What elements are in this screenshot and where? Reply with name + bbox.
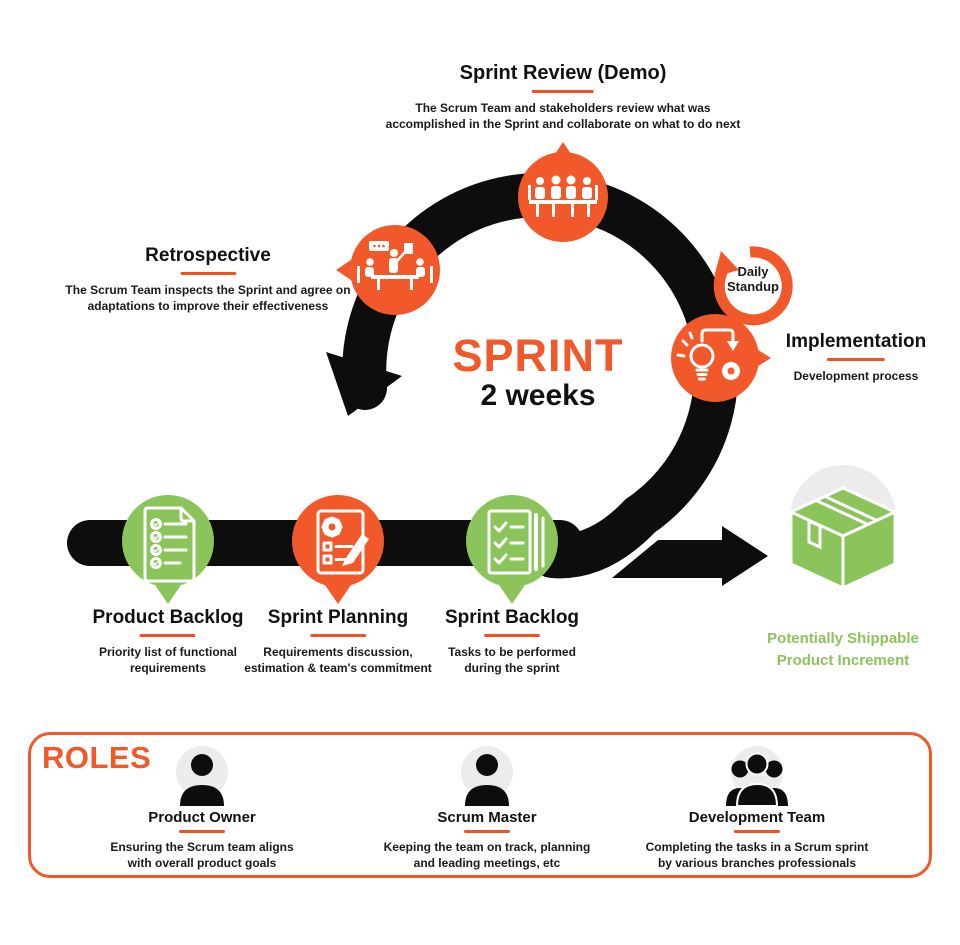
product-backlog-checklist-icon	[143, 506, 196, 583]
sprint-planning-desc: Requirements discussion, estimation & te…	[244, 644, 432, 676]
desc-line: Priority list of functional	[98, 645, 238, 659]
desc-line: estimation & team's commitment	[244, 661, 432, 675]
role-title: Product Owner	[148, 809, 256, 826]
retrospective-block: Retrospective The Scrum Team inspects th…	[65, 245, 350, 314]
sprint-review-block: Sprint Review (Demo) The Scrum Team and …	[386, 62, 741, 132]
desc-line: The Scrum Team inspects the Sprint and a…	[65, 283, 351, 297]
implementation-bubble	[671, 314, 771, 402]
desc-line: and leading meetings, etc	[413, 856, 561, 870]
desc-line: Ensuring the Scrum team aligns	[110, 840, 294, 854]
role-scrum-master: Scrum Master Keeping the team on track, …	[327, 744, 647, 871]
desc-line: accomplished in the Sprint and collabora…	[385, 117, 741, 131]
shippable-package-icon	[789, 465, 897, 590]
sprint-review-title: Sprint Review (Demo)	[459, 62, 667, 84]
product-backlog-desc: Priority list of functional requirements	[93, 644, 244, 676]
role-underline	[464, 830, 510, 833]
sprint-planning-bubble	[292, 495, 384, 604]
people-group-icon	[726, 746, 788, 806]
daily-standup-label: Daily Standup	[727, 264, 779, 294]
implementation-underline	[827, 358, 885, 361]
sprint-review-desc: The Scrum Team and stakeholders review w…	[386, 100, 741, 132]
product-backlog-underline	[139, 634, 196, 637]
sprint-planning-document-icon	[316, 509, 369, 575]
sprint-backlog-block: Sprint Backlog Tasks to be performed dur…	[445, 607, 579, 676]
sprint-planning-block: Sprint Planning Requirements discussion,…	[244, 607, 432, 676]
sprint-backlog-bubble	[466, 495, 558, 604]
sprint-center-label: SPRINT 2 weeks	[452, 333, 623, 413]
desc-line: Standup	[727, 279, 779, 294]
role-underline	[734, 830, 780, 833]
implementation-title: Implementation	[785, 331, 927, 352]
sprint-backlog-checklist-icon	[487, 509, 545, 575]
role-title: Scrum Master	[437, 809, 537, 826]
desc-line: during the sprint	[464, 661, 560, 675]
product-backlog-bubble	[122, 495, 214, 604]
desc-line: with overall product goals	[127, 856, 277, 870]
retrospective-meeting-icon	[357, 241, 433, 290]
implementation-block: Implementation Development process	[786, 331, 926, 384]
sprint-review-meeting-icon	[528, 175, 598, 217]
implementation-desc: Development process	[793, 369, 919, 383]
sprint-duration: 2 weeks	[480, 379, 596, 412]
desc-line: Tasks to be performed	[448, 645, 576, 659]
desc-line: The Scrum Team and stakeholders review w…	[415, 101, 711, 115]
sprint-backlog-desc: Tasks to be performed during the sprint	[445, 644, 579, 676]
desc-line: Daily	[737, 264, 769, 279]
role-desc: Keeping the team on track, planning and …	[327, 839, 647, 871]
sprint-review-underline	[531, 90, 594, 93]
role-desc: Ensuring the Scrum team aligns with over…	[42, 839, 362, 871]
role-development-team: Development Team Completing the tasks in…	[597, 744, 917, 871]
increment-label: Potentially Shippable Product Increment	[767, 628, 919, 672]
person-icon	[461, 746, 513, 806]
sprint-review-bubble	[518, 142, 608, 242]
desc-line: Keeping the team on track, planning	[383, 840, 591, 854]
daily-standup-loop-icon	[713, 246, 793, 326]
desc-line: adaptations to improve their effectivene…	[87, 299, 329, 313]
desc-line: Product Increment	[776, 652, 910, 669]
sprint-title: SPRINT	[452, 330, 624, 381]
sprint-planning-underline	[309, 634, 366, 637]
desc-line: Potentially Shippable	[767, 630, 919, 647]
retrospective-title: Retrospective	[145, 245, 271, 266]
desc-line: requirements	[129, 661, 207, 675]
role-product-owner: Product Owner Ensuring the Scrum team al…	[42, 744, 362, 871]
product-backlog-title: Product Backlog	[92, 607, 244, 628]
desc-line: by various branches professionals	[657, 856, 857, 870]
roles-heading: ROLES	[42, 740, 152, 775]
role-desc: Completing the tasks in a Scrum sprint b…	[597, 839, 917, 871]
sprint-backlog-title: Sprint Backlog	[444, 607, 580, 628]
role-underline	[179, 830, 225, 833]
loop-arrowhead-icon	[326, 352, 402, 416]
product-backlog-block: Product Backlog Priority list of functio…	[93, 607, 244, 676]
sprint-backlog-underline	[483, 634, 540, 637]
person-icon	[176, 746, 228, 806]
retrospective-bubble	[336, 225, 440, 315]
desc-line: Requirements discussion,	[263, 645, 413, 659]
retrospective-desc: The Scrum Team inspects the Sprint and a…	[65, 282, 350, 314]
sprint-planning-title: Sprint Planning	[267, 607, 409, 628]
role-title: Development Team	[688, 809, 826, 826]
implementation-bulb-gear-icon	[676, 328, 741, 381]
retrospective-underline	[180, 272, 236, 275]
increment-arrow-icon	[612, 526, 768, 586]
desc-line: Completing the tasks in a Scrum sprint	[645, 840, 869, 854]
